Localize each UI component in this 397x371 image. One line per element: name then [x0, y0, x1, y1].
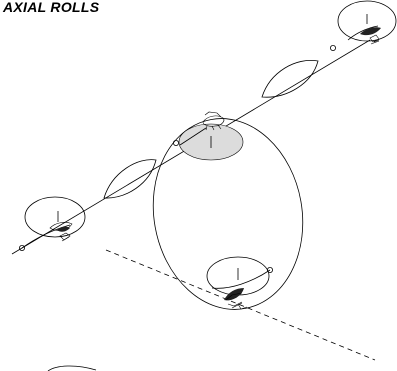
rotor-disc [24, 196, 86, 238]
partial-disc-edge [47, 365, 97, 371]
dashed-reference-line [105, 249, 376, 361]
helicopter-left [21, 196, 86, 249]
path-marker [172, 139, 179, 146]
diagram-title: AXIAL ROLLS [3, 0, 100, 15]
roll-loop-ellipse [152, 118, 304, 310]
helicopter-top-right [337, 0, 397, 45]
path-marker [18, 244, 25, 251]
helicopter-center [178, 111, 244, 161]
helicopter-bottom [206, 256, 271, 310]
roll-lens-upper [261, 59, 319, 98]
roll-lens-lower [103, 159, 157, 199]
path-marker [329, 45, 336, 52]
rotor-disc [337, 0, 397, 42]
